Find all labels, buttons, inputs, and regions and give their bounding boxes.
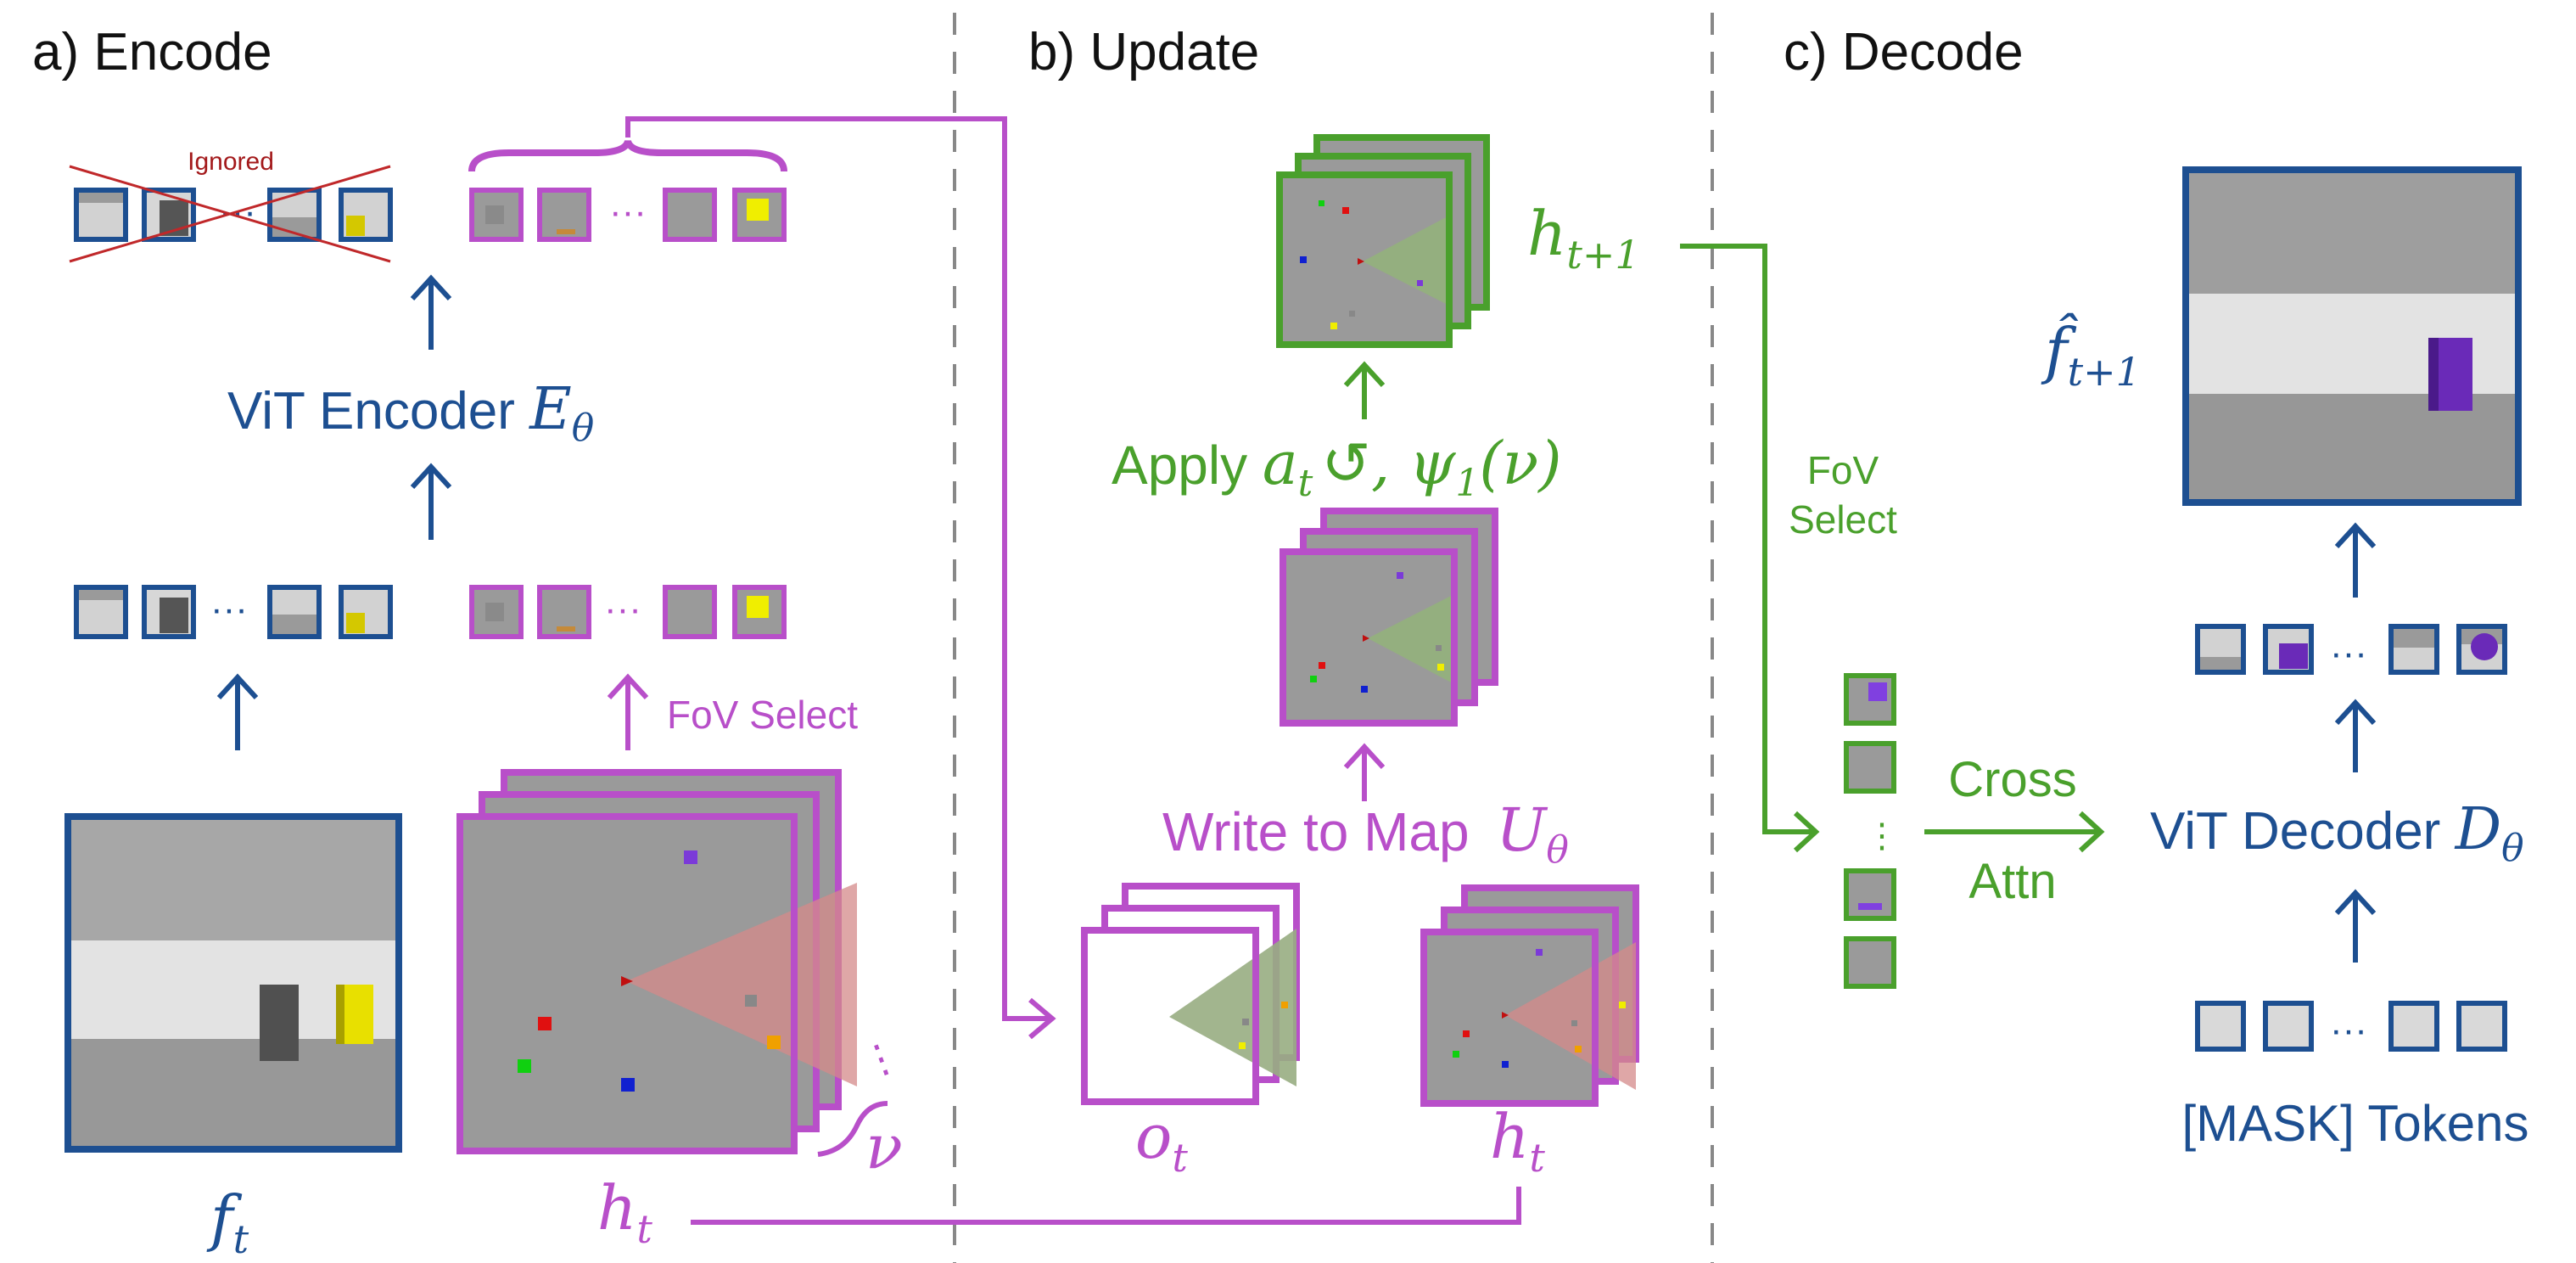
map-symbol: ht [597, 1172, 652, 1252]
mask-token [2195, 1001, 2246, 1052]
token [1844, 936, 1896, 989]
ellipsis: ··· [604, 588, 641, 630]
token [1844, 741, 1896, 794]
nu-brace [817, 1101, 888, 1157]
selected-token-column: ⋮ [1844, 673, 1899, 989]
panel-title-update: b) Update [1028, 23, 1259, 81]
map-patch-row-mid: ··· [469, 585, 787, 639]
fov-select-label-2: Select [1789, 497, 1897, 542]
arrowhead [2078, 811, 2105, 853]
patch [74, 188, 128, 242]
patch [732, 188, 787, 242]
decoded-patch-row: ··· [2195, 624, 2507, 675]
observation-symbol: ot [1135, 1101, 1188, 1181]
frame-symbol: ft [206, 1182, 249, 1262]
cross-out-line [69, 165, 391, 263]
panel-title-decode: c) Decode [1784, 23, 2024, 81]
current-map-symbol: ht [1490, 1101, 1545, 1181]
arrow-up [607, 673, 649, 750]
arrowhead [1793, 811, 1820, 853]
patch [537, 188, 591, 242]
predicted-frame [2182, 166, 2522, 506]
write-to-map-label: Write to Map Uθ [1162, 795, 1569, 872]
frame-image [64, 813, 402, 1153]
observation-stack [1081, 883, 1300, 1105]
cross-attn-label-2: Attn [1968, 854, 2056, 909]
next-map-symbol: ht+1 [1527, 198, 1640, 278]
stack-dots: ⋮ [855, 1031, 907, 1086]
arrowhead [1028, 997, 1056, 1040]
mask-tokens-label: [MASK] Tokens [2181, 1095, 2528, 1152]
patch [2195, 624, 2246, 675]
patch [267, 585, 322, 639]
fov-select-label: FoV Select [667, 693, 858, 737]
ellipsis: ··· [210, 588, 248, 630]
patch [663, 188, 717, 242]
panel-title-encode: a) Encode [32, 23, 272, 81]
token [1844, 868, 1896, 921]
ellipsis: ··· [609, 191, 647, 233]
dots: ⋮ [1865, 817, 1899, 855]
patch [142, 585, 196, 639]
mask-token-row: ··· [2195, 1001, 2507, 1052]
brace [468, 139, 787, 172]
arrow-up [410, 463, 452, 540]
patch [339, 585, 393, 639]
route-arrow-to-update [625, 116, 1049, 1021]
ellipsis: ··· [2330, 632, 2367, 674]
arrow-up [216, 673, 259, 750]
patch [469, 188, 524, 242]
patch [2388, 624, 2439, 675]
apply-label: Apply at↺, ψ1(ν) [1112, 429, 1562, 505]
patch [267, 188, 322, 242]
updated-map-stack [1276, 134, 1490, 348]
route-bottom [691, 1187, 1521, 1225]
patch [537, 585, 591, 639]
token [1844, 673, 1896, 726]
patch [339, 188, 393, 242]
patch [469, 585, 524, 639]
arrow-up [2334, 699, 2377, 772]
map-patch-row-top: ··· [469, 188, 787, 242]
nu-symbol: ν [865, 1111, 903, 1182]
patch [2263, 624, 2314, 675]
ellipsis: ··· [2330, 1009, 2367, 1051]
patch [74, 585, 128, 639]
arrow-up [2334, 889, 2377, 963]
vit-encoder-label: ViT Encoder Eθ [227, 376, 594, 450]
arrow-up [410, 274, 452, 350]
written-map-stack [1280, 508, 1498, 727]
mask-token [2456, 1001, 2507, 1052]
patch [663, 585, 717, 639]
fov-select-label-1: FoV [1807, 448, 1879, 492]
route-to-decode [1680, 244, 1814, 834]
frame-patch-row: ··· [74, 585, 393, 639]
patch [732, 585, 787, 639]
cross-attn-label-1: Cross [1948, 752, 2076, 807]
arrow-up [1343, 361, 1386, 419]
vit-decoder-label: ViT Decoder Dθ [2150, 796, 2524, 870]
current-map-stack [1420, 884, 1639, 1107]
mask-token [2388, 1001, 2439, 1052]
ignored-label: Ignored [188, 148, 274, 176]
arrow-up [2334, 522, 2377, 598]
map-stack [456, 769, 857, 1154]
patch [2456, 624, 2507, 675]
predicted-frame-symbol: f̂t+1 [2041, 312, 2141, 395]
mask-token [2263, 1001, 2314, 1052]
arrow-up [1343, 743, 1386, 801]
